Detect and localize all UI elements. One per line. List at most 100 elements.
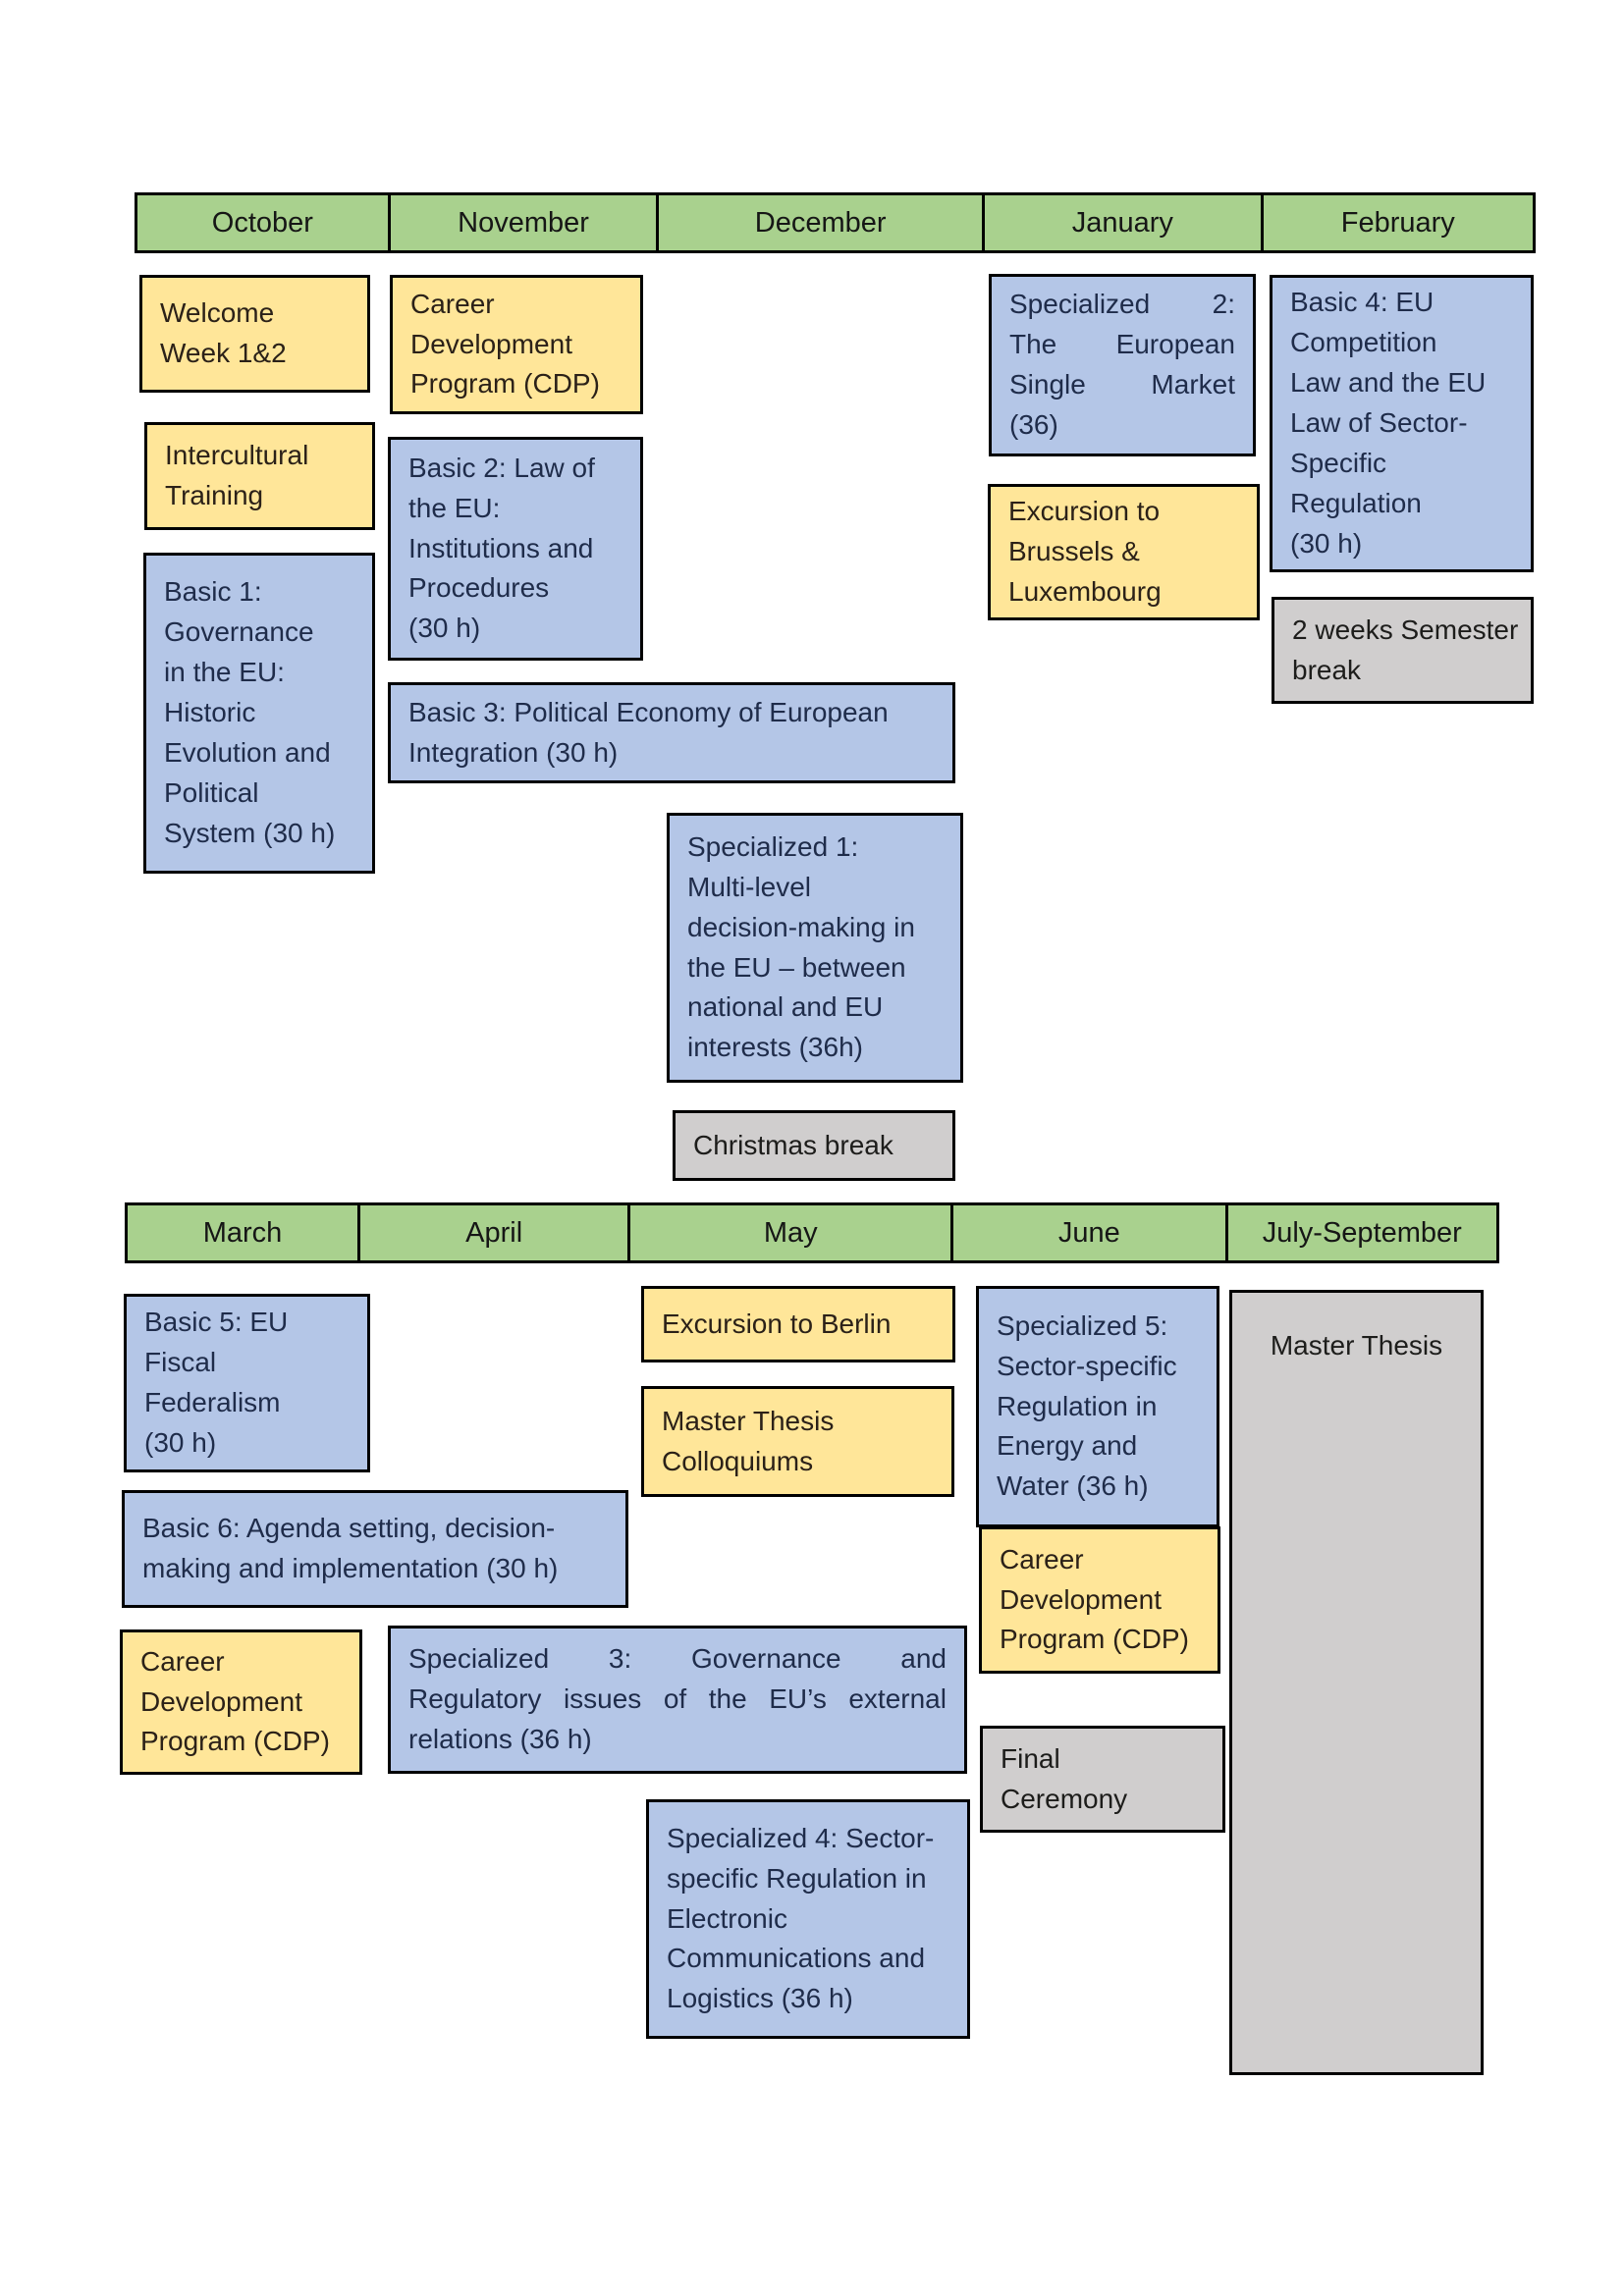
summer-semester-month-header-row: March April May June July-September [125,1202,1499,1263]
box-line: specific Regulation in [667,1862,927,1894]
box-line: Multi-level [687,871,812,902]
box-line: national and EU [687,991,884,1023]
box-line: Competition [1290,327,1437,358]
box-line: relations (36 h) [408,1723,592,1754]
box-line: Political [164,776,259,808]
word: issues [563,1683,642,1715]
month-label: March [202,1216,283,1249]
box-line: Specific [1290,447,1387,478]
box-line: Communications and [667,1943,926,1974]
box-line: the EU: [408,492,501,523]
word: Governance [691,1643,841,1675]
box-line: Fiscal [144,1347,217,1378]
word: Regulatory [408,1683,542,1715]
box-line: Program (CDP) [410,368,600,400]
box-line: (36) [1009,408,1058,440]
box-line: in the EU: [164,657,285,688]
box-line: Specialized 5: [997,1309,1168,1341]
word: Market [1151,369,1235,400]
box-line: Basic 2: Law of [408,452,595,483]
course-box-excursion-berlin: Excursion to Berlin [641,1286,955,1362]
box-line: Institutions and [408,532,594,563]
month-header-july-september: July-September [1228,1205,1496,1260]
box-line: Intercultural [165,440,309,471]
box-line: Luxembourg [1008,575,1162,607]
month-label: June [1057,1216,1120,1249]
box-line: Specialized 1: [687,830,859,862]
month-header-october: October [137,195,391,250]
justified-line: Single Market [1009,365,1235,405]
word: Specialized [1009,289,1151,320]
word: and [900,1643,947,1675]
word: of [663,1683,687,1715]
box-line: System (30 h) [164,817,336,848]
box-line: 2 weeks Semester [1292,614,1519,645]
month-header-november: November [391,195,660,250]
box-line: Career [1000,1543,1084,1575]
month-label: November [458,206,589,239]
box-line: Development [140,1685,302,1717]
box-line: Welcome [160,297,275,329]
box-line: Evolution and [164,736,331,768]
box-line: (30 h) [408,613,481,644]
course-box-master-thesis: Master Thesis [1229,1290,1484,2075]
box-line: Energy and [997,1430,1138,1462]
winter-semester-month-header-row: October November December January February [135,192,1536,253]
box-line: Sector-specific [997,1350,1177,1381]
box-line: making and implementation (30 h) [142,1553,559,1583]
month-header-march: March [128,1205,360,1260]
box-line: Historic [164,697,256,728]
word: European [1115,329,1235,360]
box-line: Federalism [144,1387,281,1417]
month-label: February [1340,206,1455,239]
month-label: April [465,1216,523,1249]
word: 3: [608,1643,632,1675]
box-line: Career [140,1645,225,1677]
box-line: the EU – between [687,951,906,983]
box-line: Master Thesis [662,1405,835,1436]
month-label: December [754,206,887,239]
box-line: Basic 5: EU [144,1307,289,1338]
box-line: Water (36 h) [997,1470,1149,1502]
month-header-april: April [360,1205,631,1260]
month-header-february: February [1264,195,1534,250]
box-line: Development [1000,1583,1162,1615]
month-label: October [211,206,313,239]
box-line: Regulation in [997,1390,1158,1421]
word: EU’s [769,1683,827,1715]
box-line: Program (CDP) [1000,1624,1189,1655]
box-line: Ceremony [1001,1783,1128,1814]
box-line: Logistics (36 h) [667,1983,853,2014]
box-line: Development [410,328,572,359]
month-header-december: December [659,195,986,250]
box-line: Basic 3: Political Economy of European [408,696,889,727]
course-box-semester-break: 2 weeks Semester break [1272,597,1534,704]
box-line: break [1292,654,1362,685]
month-header-may: May [630,1205,954,1260]
box-line: Law and the EU [1290,367,1487,399]
month-label: January [1071,206,1173,239]
month-label: July-September [1262,1216,1462,1249]
box-line: Colloquiums [662,1445,814,1476]
word: Specialized [408,1643,550,1675]
word: Single [1009,369,1086,400]
box-line: interests (36h) [687,1032,863,1063]
box-line: Master Thesis [1270,1330,1443,1361]
